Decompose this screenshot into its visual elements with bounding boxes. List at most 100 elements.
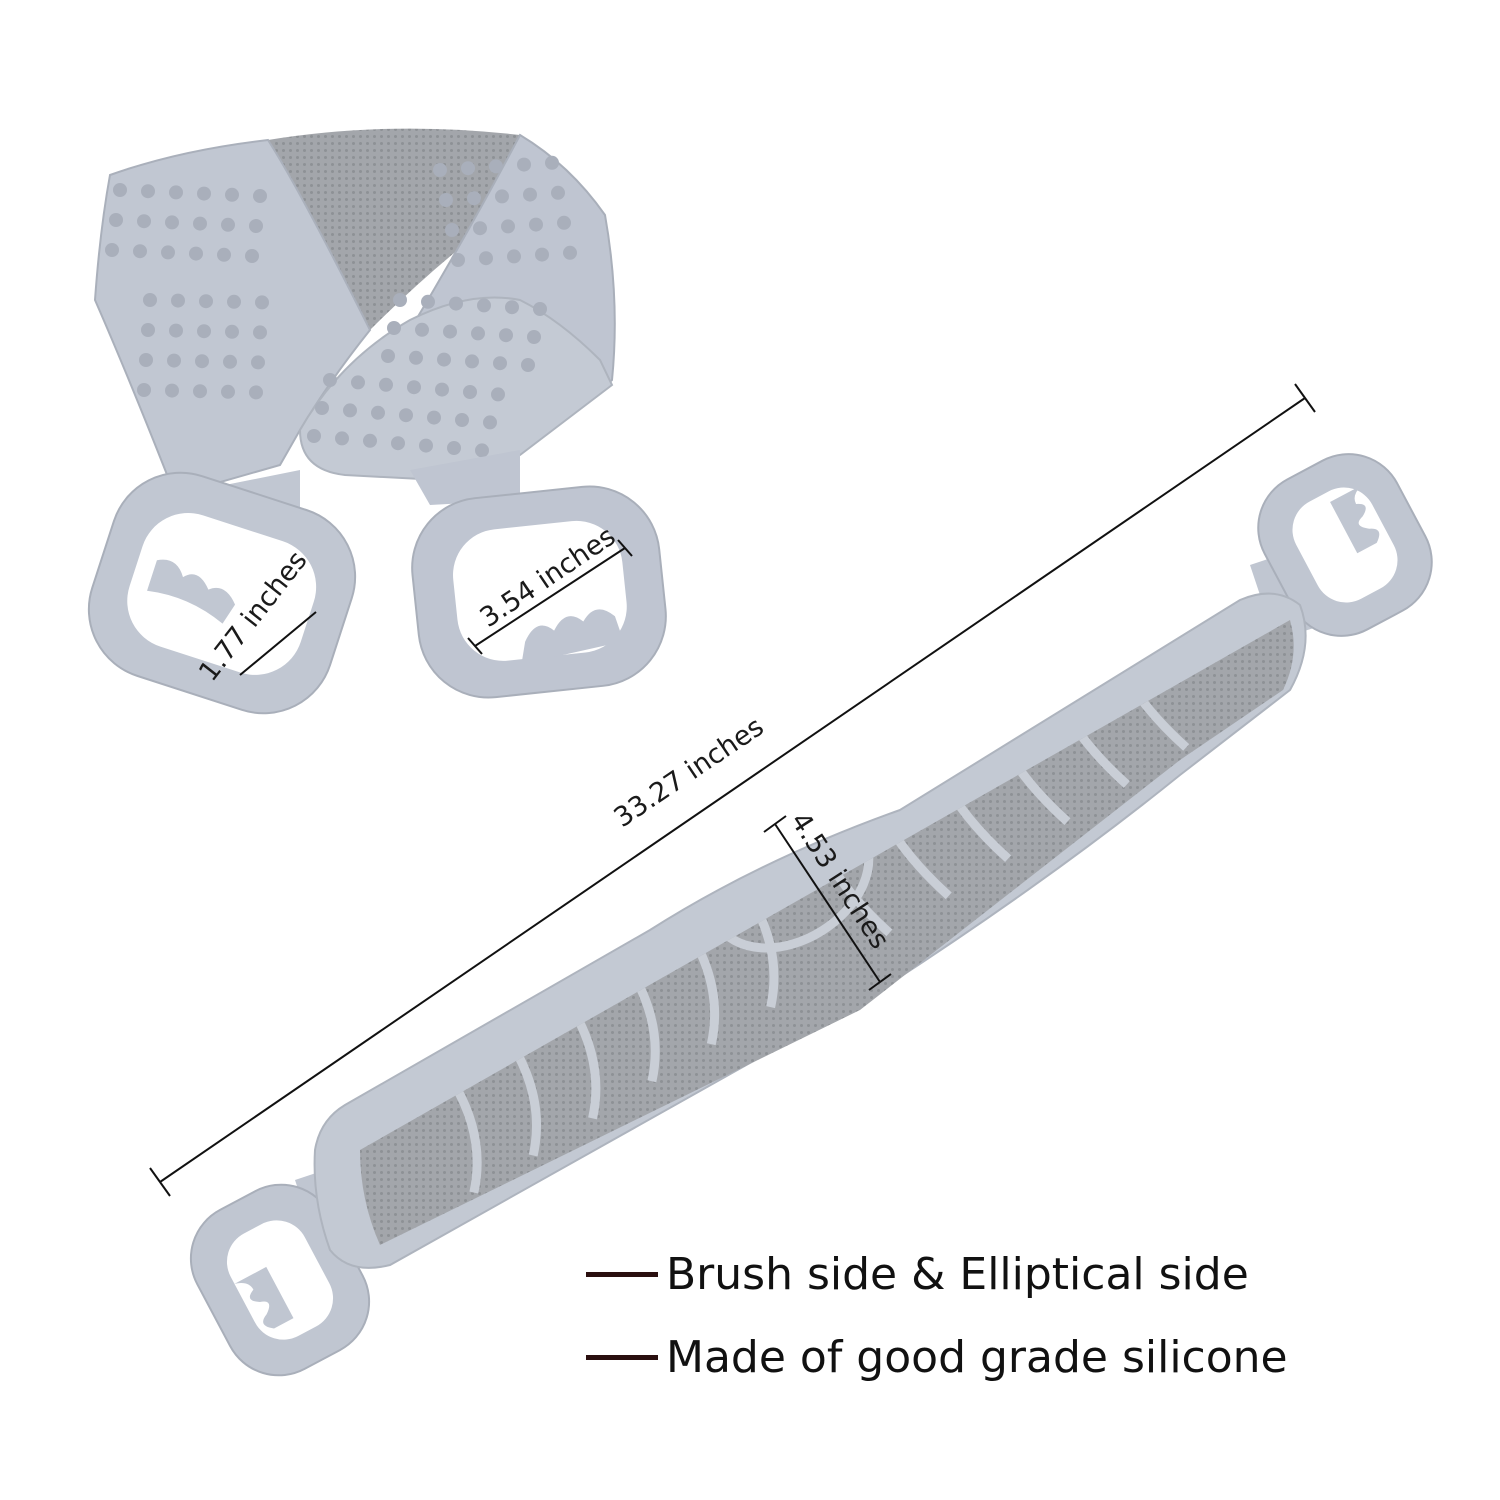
handle-depth-line [239,611,317,676]
massage-nub [455,413,469,427]
massage-nub [253,189,267,203]
massage-nub [217,247,231,262]
feature-text: Brush side & Elliptical side [666,1248,1249,1300]
massage-nub [461,161,475,176]
massage-nub [433,163,447,177]
massage-nub [105,243,119,257]
massage-nub [517,157,531,172]
massage-nub [471,326,485,341]
massage-nub [399,408,413,423]
folded-left-handle [87,470,357,715]
massage-nub [245,249,259,263]
massage-nub [391,436,405,451]
massage-nub [501,219,515,234]
total-length-line [159,397,1306,1183]
massage-nub [387,321,401,335]
massage-nub [475,443,489,458]
massage-nub [451,253,465,267]
massage-nub [253,325,267,340]
long-strap-right-handle [1250,453,1433,640]
massage-nub [165,383,179,398]
massage-nub [193,384,207,399]
massage-nub [499,328,513,343]
massage-nub [167,353,181,368]
feature-item: Made of good grade silicone [586,1328,1486,1386]
massage-nub [137,214,151,229]
massage-nub [343,403,357,418]
massage-nub [143,293,157,307]
feature-dash [586,1354,658,1360]
massage-nub [465,354,479,369]
handle-width-line [474,547,626,647]
massage-nub [467,191,481,206]
massage-nub [199,294,213,309]
massage-nub [323,373,337,387]
massage-nub [393,293,407,307]
massage-nub [133,244,147,259]
feature-item: Brush side & Elliptical side [586,1245,1486,1303]
massage-nub [307,429,321,443]
massage-nub [495,189,509,204]
massage-nub [491,387,505,402]
massage-nub [445,223,459,237]
massage-nub [161,245,175,260]
massage-nub [225,187,239,202]
massage-nub [557,215,571,230]
massage-nub [479,251,493,266]
massage-nub [255,295,269,310]
massage-nub [221,384,235,399]
massage-nub [113,183,127,197]
massage-nub [165,215,179,230]
massage-nub [523,187,537,202]
massage-nub [415,322,429,337]
massage-nub [477,298,491,313]
massage-nub [351,375,365,390]
massage-nub [535,247,549,262]
massage-nub [483,415,497,430]
massage-nub [409,350,423,365]
massage-nub [363,433,377,448]
massage-nub [381,349,395,363]
massage-nub [505,300,519,315]
massage-nub [221,217,235,232]
massage-nub [197,186,211,201]
feature-dash [586,1271,658,1277]
massage-nub [435,382,449,397]
strap-width-line [774,823,881,983]
massage-nub [421,294,435,309]
massage-nub [449,296,463,311]
massage-nub [489,159,503,174]
massage-nub [249,385,263,400]
massage-nub [227,294,241,309]
feature-list: Brush side & Elliptical side Made of goo… [586,1245,1486,1411]
massage-nub [419,438,433,453]
massage-nub [193,216,207,231]
massage-nub [195,354,209,369]
massage-nub [407,380,421,395]
massage-nub [249,219,263,233]
massage-nub [197,324,211,339]
massage-nubs [105,155,577,458]
massage-nub [109,213,123,227]
massage-nub [427,410,441,425]
massage-nub [137,383,151,397]
massage-nub [169,323,183,338]
massage-nub [493,356,507,371]
feature-text: Made of good grade silicone [666,1331,1288,1383]
massage-nub [527,330,541,344]
massage-nub [189,246,203,261]
massage-nub [563,245,577,260]
massage-nub [139,353,153,367]
massage-nub [533,302,547,316]
massage-nub [141,184,155,199]
folded-scrubber [87,128,667,715]
massage-nub [521,358,535,372]
massage-nub [463,385,477,399]
massage-nub [437,352,451,367]
massage-nub [507,249,521,264]
massage-nub [335,431,349,446]
massage-nub [551,185,565,200]
massage-nub [169,185,183,200]
massage-nub [141,323,155,337]
